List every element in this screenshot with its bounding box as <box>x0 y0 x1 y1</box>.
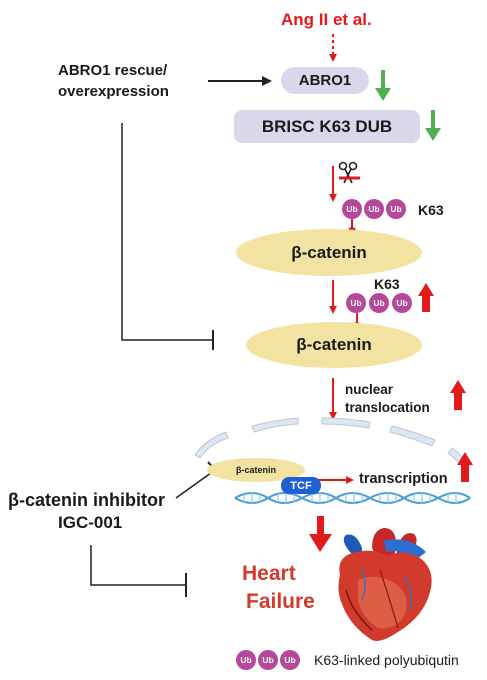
ub-bead: Ub <box>392 293 412 313</box>
ub-bead: Ub <box>369 293 389 313</box>
heart-failure-line1: Heart <box>242 562 296 585</box>
transcription-up-arrow <box>457 452 473 482</box>
abro1-label: ABRO1 <box>298 72 352 89</box>
beta-catenin-1: β-catenin <box>236 229 422 276</box>
ub-bead: Ub <box>342 199 362 219</box>
nuclear-beta-catenin-label: β-catenin <box>236 465 276 475</box>
inhibitor-label-line2: IGC-001 <box>58 513 123 532</box>
heart-failure-arrow <box>309 516 332 552</box>
dna-helix <box>234 492 471 504</box>
rescue-inhibition-line <box>121 123 213 341</box>
legend-ub-bead: Ub <box>280 650 300 670</box>
legend-ub-bead: Ub <box>258 650 278 670</box>
nuclear-membrane <box>194 417 471 470</box>
nuclear-label-line2: translocation <box>345 400 430 415</box>
heart-icon <box>338 528 432 641</box>
legend-label: K63-linked polyubiqutin <box>314 652 459 668</box>
rescue-label-line1: ABRO1 rescue/ <box>58 62 168 79</box>
translocation-up-arrow <box>450 380 466 410</box>
nuclear-label-line1: nuclear <box>345 382 394 397</box>
transcription-label: transcription <box>359 471 448 487</box>
abro1-box: ABRO1 <box>281 67 369 94</box>
beta-catenin-2: β-catenin <box>246 322 422 368</box>
beta-catenin-2-label: β-catenin <box>296 335 372 354</box>
rescue-label-line2: overexpression <box>58 83 169 100</box>
trigger-label: Ang II et al. <box>281 10 372 29</box>
inhibitor-label-line1: β-catenin inhibitor <box>8 490 165 510</box>
igc-inhibition-line <box>90 545 185 586</box>
beta-catenin-1-label: β-catenin <box>291 242 367 262</box>
brisc-down-arrow <box>425 110 441 141</box>
abro1-down-arrow <box>375 70 391 101</box>
tcf-box: TCF <box>281 477 321 494</box>
ub-up-arrow <box>418 283 434 312</box>
ub-bead: Ub <box>364 199 384 219</box>
ub-bead: Ub <box>386 199 406 219</box>
k63-label-top: K63 <box>418 202 444 218</box>
tcf-label: TCF <box>290 479 312 492</box>
brisc-label: BRISC K63 DUB <box>261 116 393 136</box>
heart-failure-line2: Failure <box>246 590 315 613</box>
brisc-box: BRISC K63 DUB <box>234 110 420 143</box>
scissors-icon <box>338 161 358 184</box>
inhibitor-line <box>175 469 216 499</box>
ub-bead: Ub <box>346 293 366 313</box>
k63-label-mid: K63 <box>374 276 400 292</box>
legend-ub-bead: Ub <box>236 650 256 670</box>
